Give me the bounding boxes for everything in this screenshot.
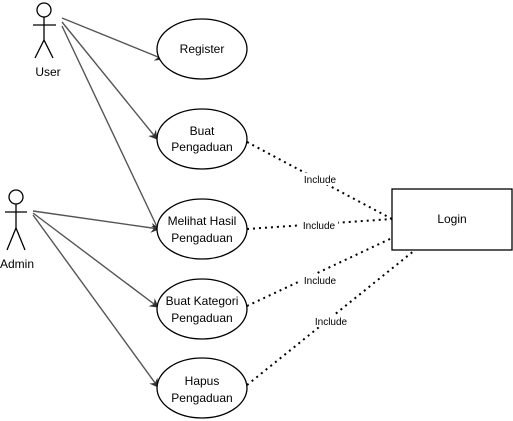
usecase-hapus-pengaduan-line2: Pengaduan bbox=[171, 391, 232, 405]
usecase-melihat-hasil-pengaduan[interactable]: Melihat Hasil Pengaduan bbox=[156, 198, 248, 260]
usecase-hapus-pengaduan-line1: Hapus bbox=[185, 374, 220, 388]
usecase-buat-kategori-line1: Buat Kategori bbox=[166, 294, 239, 308]
usecase-buat-kategori-pengaduan[interactable]: Buat Kategori Pengaduan bbox=[156, 278, 248, 340]
association-admin-buat-kategori bbox=[32, 212, 159, 308]
include-label-1: Include bbox=[304, 175, 337, 186]
usecase-register-label: Register bbox=[180, 42, 225, 56]
include-label-4: Include bbox=[315, 317, 348, 328]
usecase-melihat-hasil-line2: Pengaduan bbox=[171, 231, 232, 245]
usecase-buat-pengaduan-line1: Buat bbox=[190, 124, 215, 138]
actor-user-figure-icon bbox=[33, 2, 56, 59]
include-label-3: Include bbox=[304, 276, 337, 287]
usecase-register[interactable]: Register bbox=[156, 18, 248, 80]
usecase-hapus-pengaduan[interactable]: Hapus Pengaduan bbox=[156, 357, 248, 419]
include-label-2: Include bbox=[303, 221, 336, 232]
include-line-buat-kategori bbox=[246, 237, 393, 307]
association-user-melihat-hasil bbox=[61, 25, 161, 232]
login-box-label: Login bbox=[437, 212, 466, 226]
associations bbox=[32, 17, 164, 388]
actor-user-label: User bbox=[35, 65, 60, 79]
association-admin-melihat-hasil bbox=[32, 210, 160, 233]
association-user-register bbox=[61, 17, 164, 61]
actor-admin-figure-icon bbox=[5, 189, 27, 251]
actor-admin-label: Admin bbox=[0, 257, 34, 271]
actor-user[interactable]: User bbox=[33, 2, 61, 79]
usecase-buat-pengaduan[interactable]: Buat Pengaduan bbox=[156, 108, 248, 170]
include-labels: Include Include Include Include bbox=[300, 173, 349, 328]
actor-admin[interactable]: Admin bbox=[0, 189, 34, 271]
login-box[interactable]: Login bbox=[391, 188, 513, 251]
association-admin-hapus-pengaduan bbox=[32, 214, 159, 388]
usecase-buat-kategori-line2: Pengaduan bbox=[171, 311, 232, 325]
usecase-buat-pengaduan-line2: Pengaduan bbox=[171, 140, 232, 154]
association-user-buat-pengaduan bbox=[61, 21, 158, 140]
usecase-melihat-hasil-line1: Melihat Hasil bbox=[168, 214, 237, 228]
